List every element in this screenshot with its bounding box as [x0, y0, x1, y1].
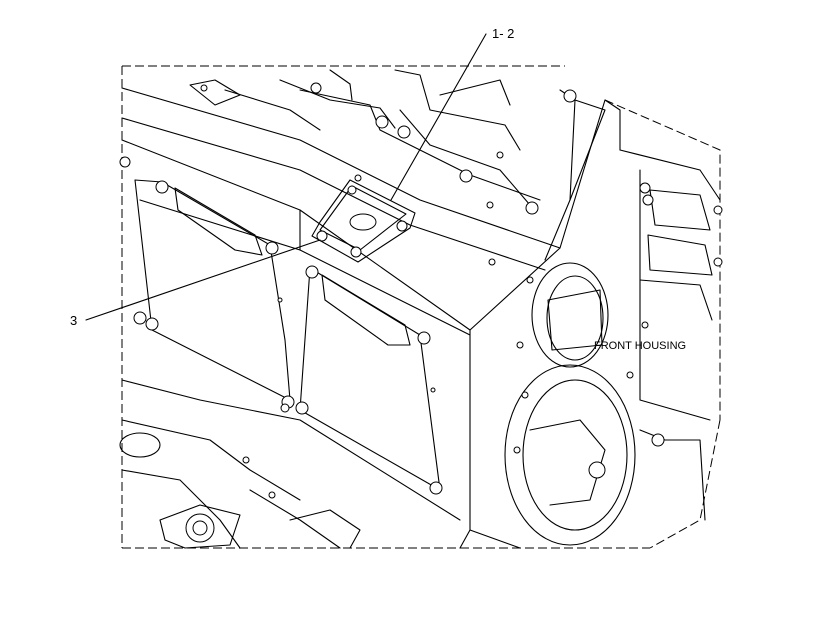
front-housing	[469, 99, 723, 549]
lower-block-detail	[119, 432, 361, 549]
block-side-face	[121, 139, 471, 549]
cutaway-boundary	[121, 65, 721, 549]
cover-plate	[311, 179, 416, 263]
top-rail-bolts	[200, 82, 577, 215]
top-deck	[121, 69, 606, 271]
callout-3: 3	[70, 313, 77, 328]
callout-1-2: 1- 2	[492, 26, 514, 41]
misc-holes	[354, 151, 649, 454]
leader-lines	[85, 33, 487, 321]
front-housing-label: FRONT HOUSING	[594, 340, 686, 352]
right-side-cover	[277, 265, 443, 495]
left-side-cover	[119, 156, 295, 409]
